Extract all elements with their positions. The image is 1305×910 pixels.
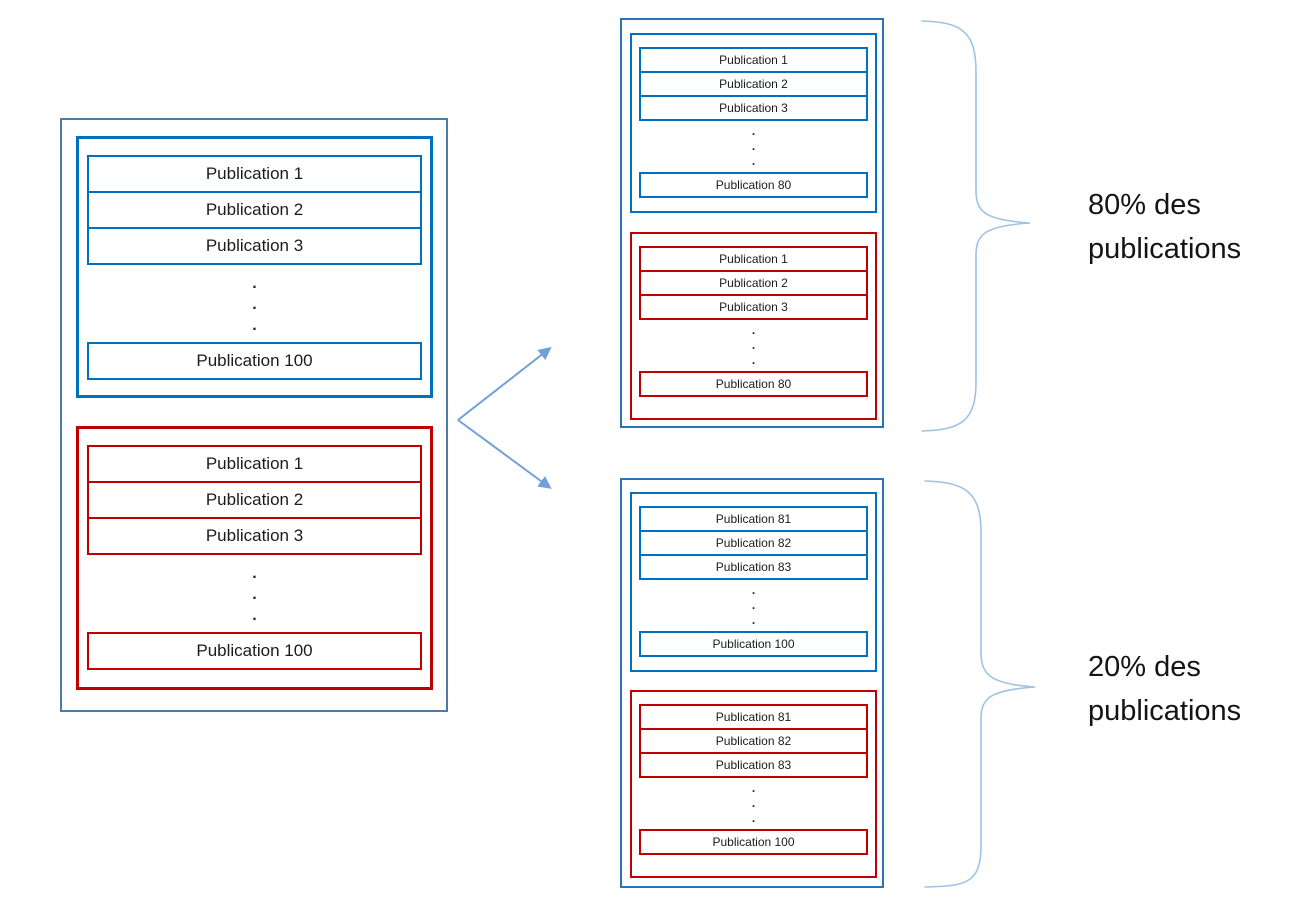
publication-row: Publication 80 xyxy=(639,371,868,397)
publication-row: Publication 1 xyxy=(639,47,868,73)
publication-row: Publication 2 xyxy=(639,71,868,97)
ellipsis: ... xyxy=(639,320,868,371)
split-arrows-icon xyxy=(457,347,552,489)
bottom-share-label: 20% des publications xyxy=(1088,651,1242,727)
publication-row: Publication 83 xyxy=(639,554,868,580)
ellipsis-dot: . xyxy=(751,598,756,612)
ellipsis-dot: . xyxy=(751,811,756,825)
ellipsis-dot: . xyxy=(751,353,756,367)
ellipsis-dot: . xyxy=(751,154,756,168)
publication-row: Publication 3 xyxy=(87,517,422,555)
publication-row: Publication 83 xyxy=(639,752,868,778)
publication-row: Publication 2 xyxy=(87,191,422,229)
publication-row: Publication 3 xyxy=(639,95,868,121)
top-share-label: 80% des publications xyxy=(1088,189,1242,265)
publication-row: Publication 81 xyxy=(639,506,868,532)
publication-row: Publication 100 xyxy=(87,342,422,380)
ellipsis-dot: . xyxy=(751,781,756,795)
publication-row: Publication 82 xyxy=(639,728,868,754)
bottom-brace-icon xyxy=(924,480,1036,888)
ellipsis-dot: . xyxy=(751,338,756,352)
brace-icons xyxy=(921,20,1036,888)
publication-row: Publication 100 xyxy=(639,829,868,855)
publication-row: Publication 3 xyxy=(639,294,868,320)
ellipsis: ... xyxy=(87,555,422,632)
publication-row: Publication 2 xyxy=(87,481,422,519)
ellipsis-dot: . xyxy=(252,317,257,334)
top-brace-icon xyxy=(921,20,1031,432)
publication-row: Publication 81 xyxy=(639,704,868,730)
ellipsis-dot: . xyxy=(751,124,756,138)
ellipsis-dot: . xyxy=(252,275,257,292)
publication-row: Publication 82 xyxy=(639,530,868,556)
publication-row: Publication 1 xyxy=(87,445,422,483)
ellipsis-dot: . xyxy=(252,586,257,603)
publication-row: Publication 1 xyxy=(639,246,868,272)
ellipsis-dot: . xyxy=(751,613,756,627)
arrow-up-right-icon xyxy=(457,347,552,421)
ellipsis-dot: . xyxy=(252,607,257,624)
ellipsis-dot: . xyxy=(751,139,756,153)
arrow-down-right-icon xyxy=(457,419,552,489)
ellipsis-dot: . xyxy=(252,565,257,582)
publication-row: Publication 100 xyxy=(639,631,868,657)
ellipsis: ... xyxy=(87,265,422,342)
publication-row: Publication 1 xyxy=(87,155,422,193)
publication-row: Publication 3 xyxy=(87,227,422,265)
ellipsis-dot: . xyxy=(751,583,756,597)
publication-row: Publication 100 xyxy=(87,632,422,670)
ellipsis: ... xyxy=(639,778,868,829)
ellipsis-dot: . xyxy=(751,796,756,810)
ellipsis-dot: . xyxy=(252,296,257,313)
publication-row: Publication 2 xyxy=(639,270,868,296)
ellipsis: ... xyxy=(639,121,868,172)
publication-row: Publication 80 xyxy=(639,172,868,198)
ellipsis-dot: . xyxy=(751,323,756,337)
ellipsis: ... xyxy=(639,580,868,631)
